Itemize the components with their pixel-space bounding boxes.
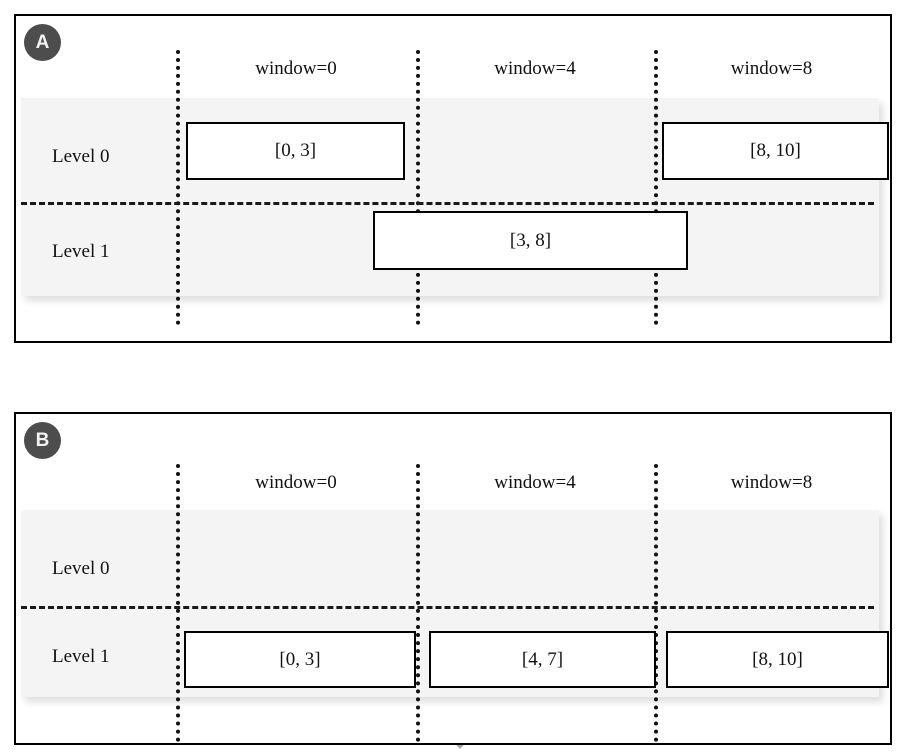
panel-a-level-0-label: Level 0 — [52, 146, 110, 167]
window-divider-8 — [654, 50, 658, 325]
window-divider-0 — [176, 50, 180, 325]
transition-group: Strict window compaction, window = 4 — [0, 343, 906, 749]
panel-a-badge: A — [24, 24, 61, 61]
panel-b-level-0-label: Level 0 — [52, 558, 110, 579]
window-divider-4 — [416, 50, 420, 325]
panel-a-window-header-8: window=8 — [730, 58, 813, 79]
panel-a-window-header-4: window=4 — [494, 58, 576, 79]
panel-a-window-header-0: window=0 — [255, 58, 337, 79]
panel-b-sstable-8-10[interactable]: [8, 10] — [666, 631, 889, 688]
panel-a: A window=0 window=4 window=8 Level 0 Lev… — [14, 14, 892, 343]
panel-b-window-header-4: window=4 — [494, 472, 576, 493]
panel-a-sstable-0-3[interactable]: [0, 3] — [186, 122, 405, 180]
window-divider-0 — [176, 464, 180, 742]
panel-b-level-separator — [21, 606, 874, 609]
panel-b-window-header-8: window=8 — [730, 472, 813, 493]
panel-b: B window=0 window=4 window=8 Level 0 Lev… — [14, 412, 892, 745]
window-divider-4 — [416, 464, 420, 742]
panel-b-badge: B — [24, 422, 61, 459]
panel-a-sstable-3-8[interactable]: [3, 8] — [373, 211, 688, 270]
panel-b-sstable-4-7[interactable]: [4, 7] — [429, 631, 656, 688]
panel-a-level-separator — [21, 202, 874, 205]
panel-b-level-1-label: Level 1 — [52, 646, 110, 667]
window-divider-8 — [654, 464, 658, 742]
panel-b-window-header-0: window=0 — [255, 472, 337, 493]
panel-b-sstable-0-3[interactable]: [0, 3] — [184, 631, 416, 688]
panel-a-sstable-8-10[interactable]: [8, 10] — [662, 122, 889, 180]
panel-a-level-1-label: Level 1 — [52, 241, 110, 262]
